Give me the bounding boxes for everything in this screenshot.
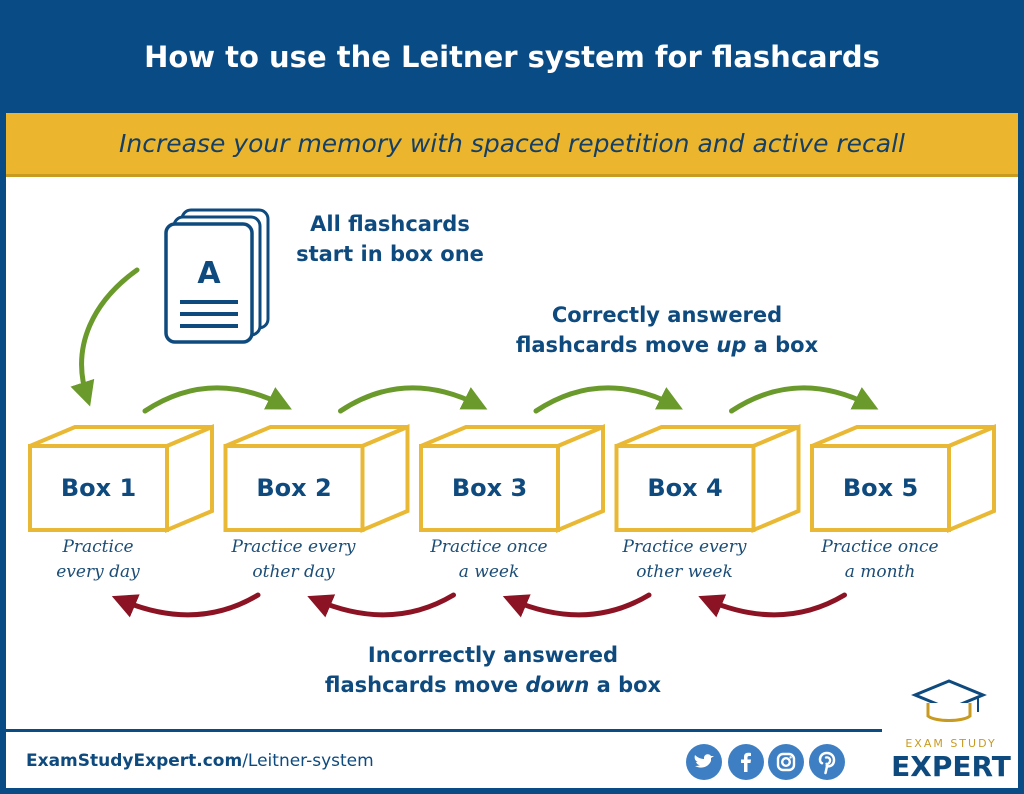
box-caption: Practice once a month (785, 535, 975, 585)
page-title: How to use the Leitner system for flashc… (0, 0, 1024, 113)
footer-link[interactable]: ExamStudyExpert.com/Leitner-system (26, 751, 374, 771)
incorrect-line-2: flashcards move down a box (316, 670, 670, 700)
boxes-layer (28, 423, 996, 534)
brand-logo: EXPERT (891, 750, 1011, 783)
box-label: Box 5 (842, 474, 919, 502)
correct-line-2-post: a box (746, 333, 819, 357)
box-caption: Practice every day (3, 535, 193, 585)
incorrect-note: Incorrectly answered flashcards move dow… (316, 640, 670, 700)
caption-line-2: other day (252, 562, 335, 582)
move-up-arrow (533, 385, 683, 414)
arrows-layer (111, 385, 879, 618)
instagram-icon[interactable] (768, 744, 804, 780)
incorrect-line-1: Incorrectly answered (367, 643, 619, 667)
footer-link-domain: ExamStudyExpert.com (26, 751, 243, 771)
caption-line-1: Practice (62, 537, 134, 557)
move-down-arrow (502, 592, 652, 618)
caption-line-2: a month (844, 562, 916, 582)
correct-emphasis: up (716, 333, 747, 357)
brand-tagline: EXAM STUDY (905, 737, 997, 750)
facebook-icon[interactable] (728, 744, 764, 780)
start-arrow (70, 267, 140, 407)
box-label: Box 1 (60, 474, 137, 502)
card-letter: A (197, 256, 221, 291)
intro-line-2: start in box one (296, 242, 484, 266)
box-2 (223, 423, 410, 534)
incorrect-line-2-pre: flashcards move (324, 673, 526, 697)
footer-divider (6, 729, 882, 732)
box-caption: Practice once a week (394, 535, 584, 585)
intro-text: All flashcards start in box one (280, 209, 500, 269)
pinterest-icon[interactable] (809, 744, 845, 780)
graduation-cap-icon (911, 679, 987, 722)
box-1 (28, 423, 214, 534)
box-4 (614, 423, 801, 534)
box-label: Box 4 (647, 474, 723, 502)
box-3 (419, 423, 605, 534)
correct-line-2: flashcards move up a box (500, 330, 834, 360)
footer-link-path: /Leitner-system (242, 751, 374, 771)
caption-line-2: a week (458, 562, 520, 582)
flashcard-stack-icon (164, 208, 270, 344)
box-label: Box 2 (256, 474, 332, 502)
move-down-arrow (111, 592, 261, 618)
box-caption: Practice every other week (590, 535, 780, 585)
incorrect-emphasis: down (525, 673, 590, 697)
move-up-arrow (729, 385, 879, 414)
correct-line-1: Correctly answered (551, 303, 783, 327)
caption-line-1: Practice every (622, 537, 747, 557)
correct-line-2-pre: flashcards move (515, 333, 717, 357)
move-up-arrow (142, 385, 292, 414)
box-label: Box 3 (451, 474, 528, 502)
intro-line-1: All flashcards (310, 212, 470, 236)
caption-line-2: other week (636, 562, 733, 582)
correct-note: Correctly answered flashcards move up a … (500, 300, 834, 360)
box-caption: Practice every other day (199, 535, 389, 585)
move-down-arrow (307, 592, 456, 618)
twitter-icon[interactable] (686, 744, 722, 780)
move-down-arrow (698, 592, 847, 618)
caption-line-1: Practice every (231, 537, 356, 557)
box-5 (810, 423, 996, 534)
caption-line-2: every day (56, 562, 140, 582)
incorrect-line-2-post: a box (589, 673, 662, 697)
caption-line-1: Practice once (430, 537, 548, 557)
caption-line-1: Practice once (821, 537, 939, 557)
move-up-arrow (338, 385, 488, 414)
tagline: Increase your memory with spaced repetit… (0, 113, 1024, 177)
